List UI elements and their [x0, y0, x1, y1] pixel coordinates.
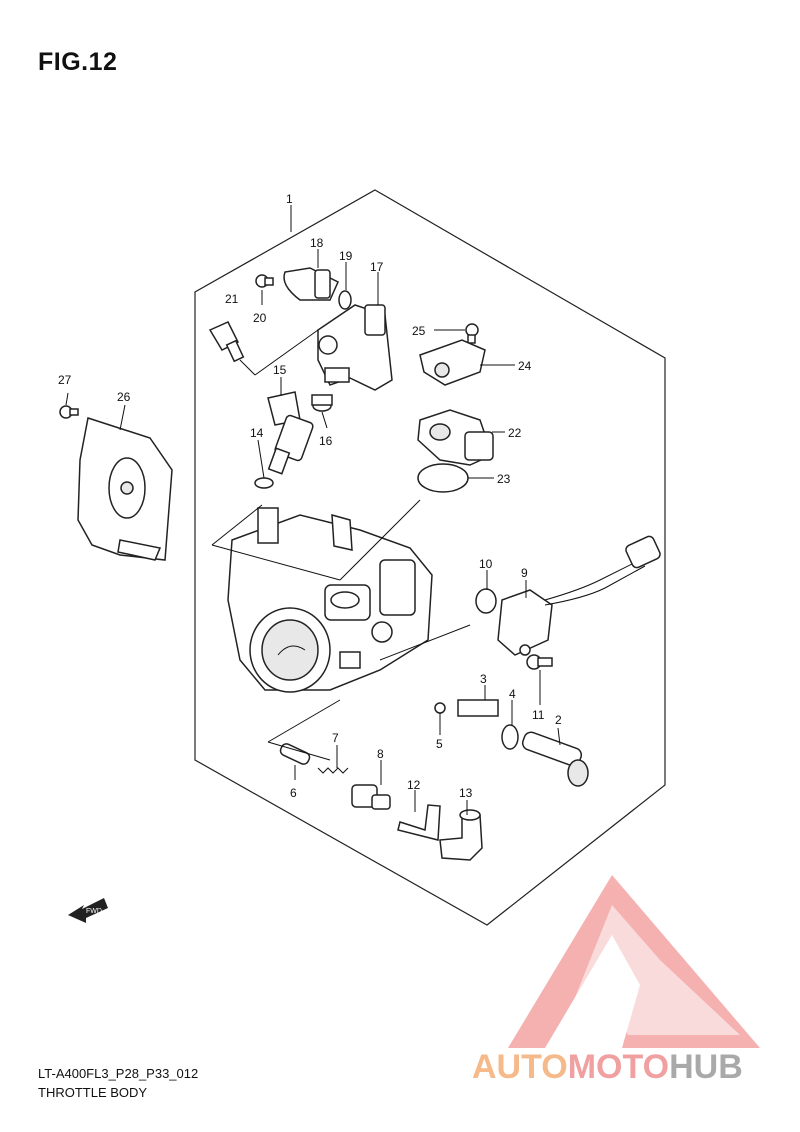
callout-9: 9	[521, 566, 528, 580]
fwd-arrow-icon: FWD	[68, 898, 108, 923]
callout-2: 2	[555, 713, 562, 727]
callout-20: 20	[253, 311, 267, 325]
part-5-screw	[434, 702, 446, 714]
part-24-bracket	[419, 339, 486, 386]
part-27-screw	[59, 405, 79, 419]
callout-17: 17	[370, 260, 384, 274]
callout-5: 5	[436, 737, 443, 751]
watermark-part-3: HUB	[669, 1048, 743, 1086]
diagram-code: LT-A400FL3_P28_P33_012	[38, 1066, 199, 1081]
figure-title: FIG.12	[38, 48, 118, 76]
callout-18: 18	[310, 236, 324, 250]
part-22-sensor	[417, 409, 494, 466]
part-19-oring	[338, 290, 352, 310]
part-4-oring	[501, 724, 519, 750]
callout-4: 4	[509, 687, 516, 701]
callout-14: 14	[250, 426, 264, 440]
callout-7: 7	[332, 731, 339, 745]
part-26-cover	[77, 417, 173, 561]
callout-8: 8	[377, 747, 384, 761]
callout-3: 3	[480, 672, 487, 686]
part-14-oring	[254, 477, 274, 489]
callout-6: 6	[290, 786, 297, 800]
callout-13: 13	[459, 786, 473, 800]
callout-labels: 1 2 3 4 5 6 7 8 9 10 11 12 13 14 15 16 1…	[58, 192, 562, 800]
part-18-hose	[283, 267, 339, 301]
callout-1: 1	[286, 192, 293, 206]
callout-22: 22	[508, 426, 522, 440]
throttle-body	[227, 507, 433, 693]
part-6-plunger	[279, 743, 311, 765]
callout-27: 27	[58, 373, 72, 387]
assembly-boundary	[194, 189, 666, 926]
callout-26: 26	[117, 390, 131, 404]
callout-23: 23	[497, 472, 511, 486]
part-8-nut	[351, 784, 391, 810]
callout-24: 24	[518, 359, 532, 373]
part-10-oring	[475, 588, 497, 614]
part-17-delivery-pipe	[317, 304, 393, 391]
part-25-screw	[465, 323, 479, 344]
part-20-bolt	[255, 274, 274, 288]
callout-12: 12	[407, 778, 421, 792]
part-9-sensor	[497, 535, 661, 656]
part-12-hose	[397, 804, 441, 841]
part-7-spring	[317, 767, 349, 774]
callout-21: 21	[225, 292, 239, 306]
fwd-text: FWD	[86, 908, 102, 915]
callout-10: 10	[479, 557, 493, 571]
part-2-screw	[521, 731, 589, 787]
watermark-text: AUTOMOTOHUB	[472, 1048, 743, 1087]
callout-15: 15	[273, 363, 287, 377]
leader-lines	[65, 205, 561, 815]
watermark-logo-icon	[508, 875, 760, 1048]
diagram-name: THROTTLE BODY	[38, 1085, 148, 1100]
part-21-plug	[208, 321, 245, 363]
part-3-spring	[457, 699, 499, 717]
part-23-oring	[417, 463, 469, 493]
watermark-part-2: MOTO	[567, 1048, 670, 1086]
part-16-oring	[311, 394, 333, 412]
callout-16: 16	[319, 434, 333, 448]
part-15-injector	[267, 391, 314, 475]
watermark-part-1: AUTO	[472, 1048, 568, 1086]
callout-11: 11	[532, 708, 545, 722]
callout-25: 25	[412, 324, 426, 338]
callout-19: 19	[339, 249, 353, 263]
part-13-elbow	[439, 809, 483, 861]
part-11-screw	[526, 654, 553, 670]
